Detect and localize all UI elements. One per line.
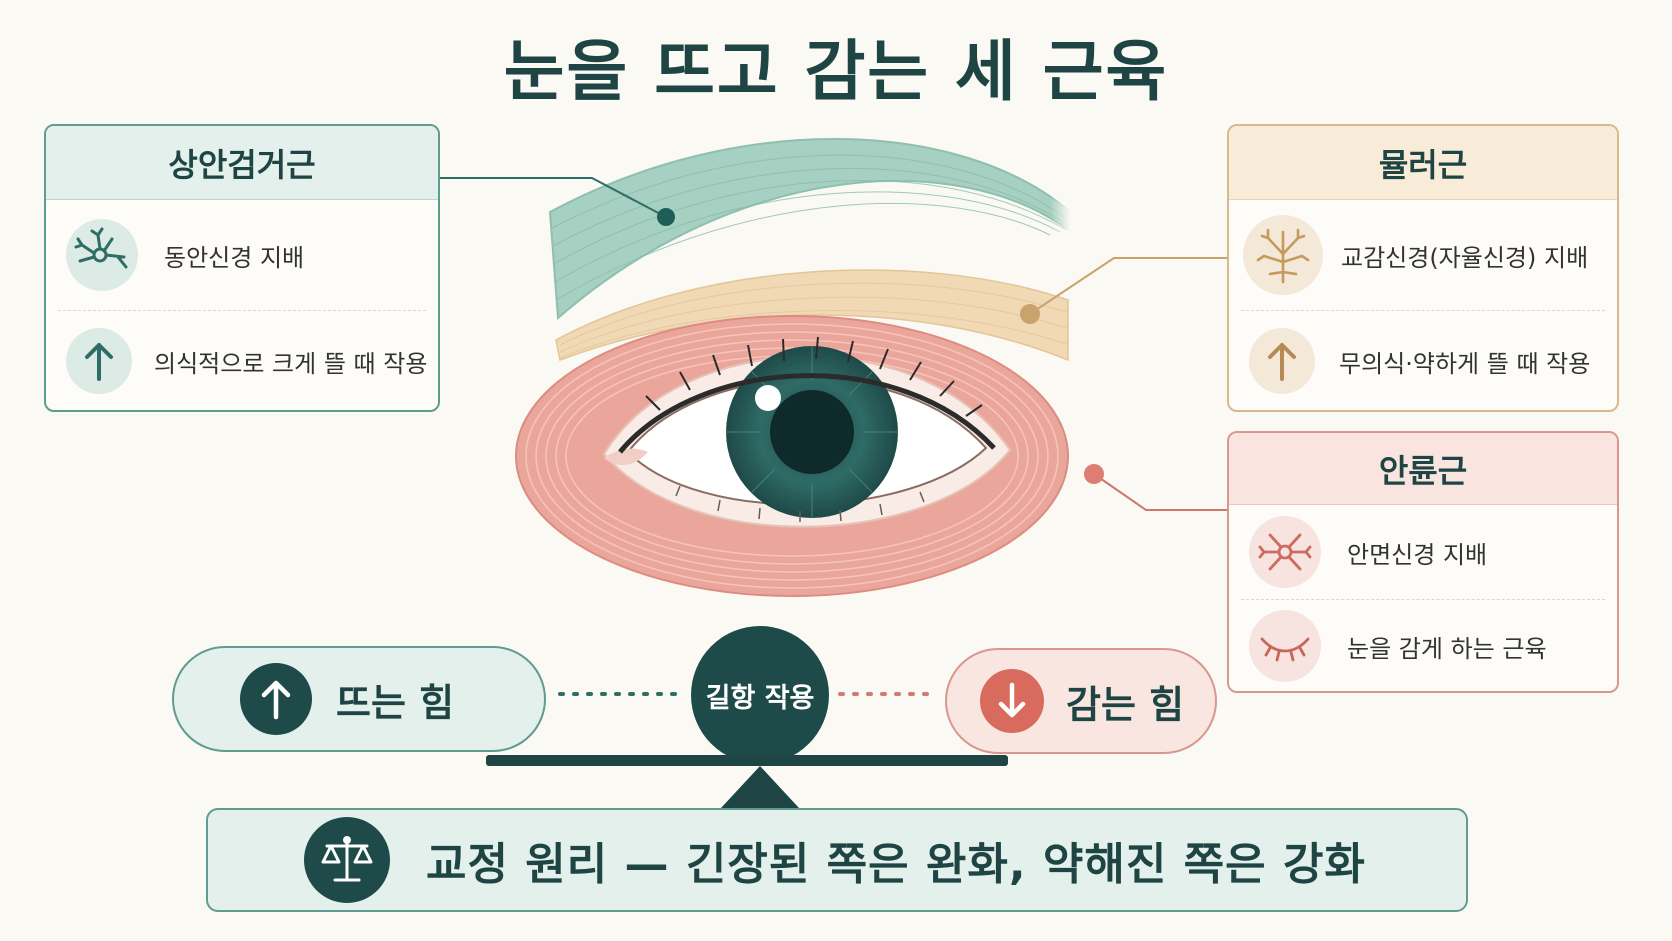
arrow-down-icon bbox=[980, 669, 1044, 733]
muller-innervation: 교감신경(자율신경) 지배 bbox=[1341, 243, 1589, 272]
close-force-pill: 감는 힘 bbox=[945, 648, 1217, 754]
balance-fulcrum bbox=[721, 766, 799, 808]
correction-principle-bar: 교정 원리 — 긴장된 쪽은 완화, 약해진 쪽은 강화 bbox=[206, 808, 1468, 912]
muller-title: 뮬러근 bbox=[1229, 126, 1617, 200]
orbicularis-innervation: 안면신경 지배 bbox=[1347, 540, 1488, 569]
levator-title: 상안검거근 bbox=[46, 126, 438, 200]
balance-beam bbox=[486, 755, 1008, 766]
branch-nerve-icon bbox=[1243, 215, 1323, 295]
arrow-up-icon bbox=[66, 328, 132, 394]
neuron-icon bbox=[66, 219, 138, 291]
levator-card: 상안검거근 동안신경 지배 의식적으로 크게 뜰 때 작용 bbox=[44, 124, 440, 412]
closed-eye-icon bbox=[1249, 610, 1321, 682]
arrow-up-icon bbox=[240, 663, 312, 735]
antagonism-label: 길항 작용 bbox=[705, 682, 815, 714]
neuron-icon bbox=[1249, 516, 1321, 588]
scales-icon bbox=[304, 817, 390, 903]
orbicularis-connector bbox=[1093, 473, 1227, 511]
orbicularis-action: 눈을 감게 하는 근육 bbox=[1347, 634, 1547, 663]
principle-text: 교정 원리 — 긴장된 쪽은 완화, 약해진 쪽은 강화 bbox=[426, 839, 1366, 890]
page-title: 눈을 뜨고 감는 세 근육 bbox=[503, 33, 1169, 110]
muller-connector bbox=[1029, 257, 1227, 315]
open-force-pill: 뜨는 힘 bbox=[172, 646, 546, 752]
arrow-up-icon bbox=[1249, 328, 1315, 394]
levator-innervation: 동안신경 지배 bbox=[164, 243, 305, 272]
orbicularis-card: 안륜근 안면신경 지배 눈을 감게 하는 근육 bbox=[1227, 431, 1619, 693]
muller-action: 무의식·약하게 뜰 때 작용 bbox=[1339, 349, 1591, 378]
levator-connector bbox=[440, 177, 667, 218]
muller-card: 뮬러근 교감신경(자율신경) 지배 무의식·약하게 뜰 때 작용 bbox=[1227, 124, 1619, 412]
open-force-label: 뜨는 힘 bbox=[336, 680, 455, 725]
levator-action: 의식적으로 크게 뜰 때 작용 bbox=[154, 349, 428, 378]
orbicularis-title: 안륜근 bbox=[1229, 433, 1617, 505]
close-force-label: 감는 힘 bbox=[1066, 682, 1185, 727]
antagonism-circle: 길항 작용 bbox=[691, 626, 829, 764]
